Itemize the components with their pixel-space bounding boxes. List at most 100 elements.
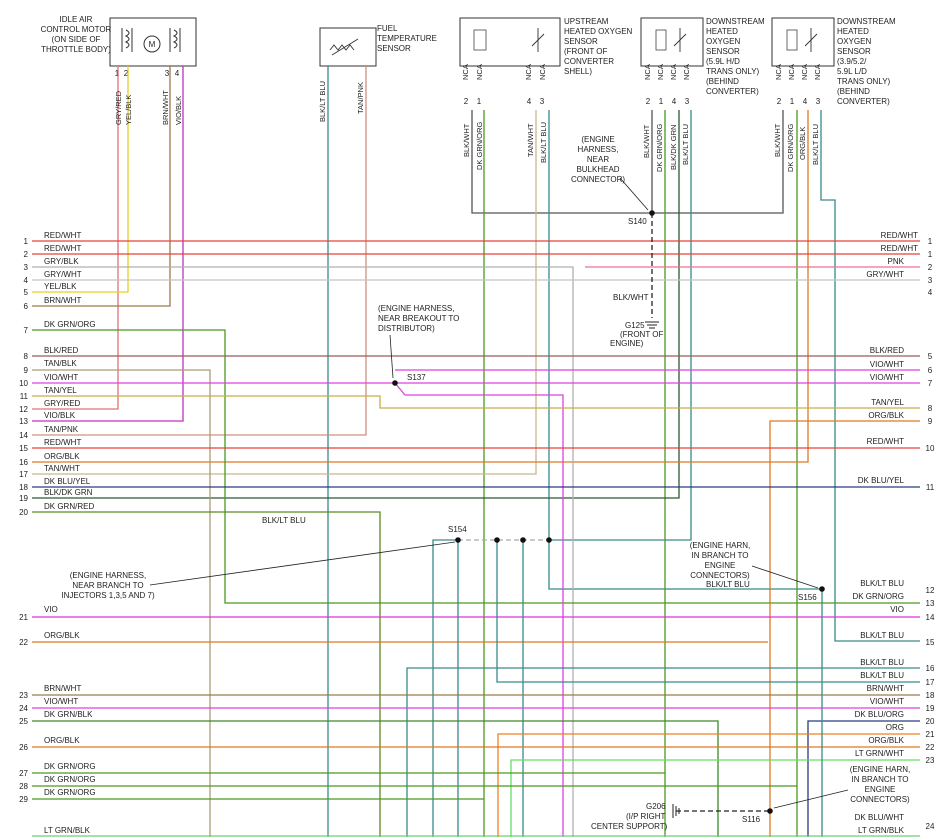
pin-number: 5 bbox=[928, 352, 933, 361]
ds1-label-6: TRANS ONLY) bbox=[706, 67, 760, 76]
wire-label: DK GRN/BLK bbox=[44, 710, 93, 719]
pin-number: 22 bbox=[19, 638, 28, 647]
pin-number: 2 bbox=[777, 97, 782, 106]
pin-number: 3 bbox=[24, 263, 29, 272]
wire-label: VIO/WHT bbox=[44, 373, 78, 382]
ground-label: G206 bbox=[646, 802, 666, 811]
wire-yel-blk bbox=[32, 66, 129, 293]
ds2-label-5: (3.9/5.2/ bbox=[837, 57, 867, 66]
wire-label: RED/WHT bbox=[44, 244, 81, 253]
note-line: NEAR BRANCH TO bbox=[72, 581, 143, 590]
wire-label: DK GRN/ORG bbox=[44, 775, 96, 784]
heater-icon bbox=[786, 29, 798, 51]
nca-label: NCA bbox=[682, 64, 691, 80]
sensor-pin-numbers: 2 1 4 3 2 1 4 3 2 1 4 3 bbox=[464, 97, 821, 106]
ground-note: ENGINE) bbox=[610, 339, 644, 348]
wire-label: RED/WHT bbox=[881, 244, 918, 253]
upstream-label-3: SENSOR bbox=[564, 37, 598, 46]
wire-blk-lt-blu bbox=[406, 667, 920, 837]
pin-number: 24 bbox=[19, 704, 28, 713]
ds2-label-8: (BEHIND bbox=[837, 87, 870, 96]
wire-label: BLK/LT BLU bbox=[318, 81, 327, 122]
note-line: INJECTORS 1,3,5 AND 7) bbox=[61, 591, 155, 600]
downstream-oxygen-sensor-1: DOWNSTREAM HEATED OXYGEN SENSOR (5.9L H/… bbox=[640, 17, 765, 96]
sensor-icon bbox=[804, 28, 818, 52]
pin-number: 21 bbox=[19, 613, 28, 622]
nca-label: NCA bbox=[461, 64, 470, 80]
pin-number: 19 bbox=[926, 704, 935, 713]
wire-label: RED/WHT bbox=[867, 437, 904, 446]
note-line: (ENGINE HARNESS, bbox=[378, 304, 454, 313]
wire-label: BLK/WHT bbox=[462, 123, 471, 157]
wire-label: BLK/LT BLU bbox=[860, 658, 904, 667]
coil-icon bbox=[121, 28, 133, 52]
pin-number: 29 bbox=[19, 795, 28, 804]
pin-number: 4 bbox=[175, 69, 180, 78]
nca-label: NCA bbox=[475, 64, 484, 80]
pin-number: 2 bbox=[124, 69, 129, 78]
pin-number: 19 bbox=[19, 494, 28, 503]
pin-number: 1 bbox=[790, 97, 795, 106]
pin-number: 9 bbox=[24, 366, 29, 375]
ds1-label-4: SENSOR bbox=[706, 47, 740, 56]
pin-number: 16 bbox=[926, 664, 935, 673]
ds2-label-3: OXYGEN bbox=[837, 37, 871, 46]
splice-dot bbox=[649, 210, 655, 216]
wire-label: DK GRN/ORG bbox=[786, 123, 795, 172]
ground-label: G125 bbox=[625, 321, 645, 330]
note-line: (ENGINE HARNESS, bbox=[70, 571, 146, 580]
wire-label: DK BLU/ORG bbox=[855, 710, 904, 719]
splices: S140 S137 S154 S156 S116 bbox=[392, 210, 825, 824]
pin-number: 16 bbox=[19, 458, 28, 467]
wire-lt-grn-wht bbox=[510, 759, 920, 837]
note-line: CONNECTOR) bbox=[571, 175, 625, 184]
pin-number: 14 bbox=[926, 613, 935, 622]
pin-number: 24 bbox=[926, 822, 935, 831]
pin-number: 5 bbox=[24, 288, 29, 297]
wire-label: DK GRN/ORG bbox=[44, 762, 96, 771]
nca-labels: NCA NCA NCA NCA NCA NCA NCA NCA NCA NCA … bbox=[461, 64, 822, 80]
wire-label: VIO bbox=[44, 605, 58, 614]
splice-label: S154 bbox=[448, 525, 467, 534]
pin-number: 3 bbox=[928, 276, 933, 285]
upstream-label-5: CONVERTER bbox=[564, 57, 614, 66]
wire-org-blk bbox=[32, 110, 809, 463]
upstream-label-1: UPSTREAM bbox=[564, 17, 609, 26]
downstream-o2-box-2 bbox=[771, 17, 835, 67]
wire-label: ORG bbox=[886, 723, 904, 732]
wire-org bbox=[497, 733, 920, 837]
wire-label: YEL/BLK bbox=[44, 282, 77, 291]
pin-number: 6 bbox=[24, 302, 29, 311]
splice-label: S156 bbox=[798, 593, 817, 602]
wire-label: ORG/BLK bbox=[44, 736, 80, 745]
pin-number: 14 bbox=[19, 431, 28, 440]
ds1-label-3: OXYGEN bbox=[706, 37, 740, 46]
wire-label: BRN/WHT bbox=[44, 684, 81, 693]
splice-dot bbox=[819, 586, 825, 592]
wire-org-blk bbox=[769, 420, 920, 837]
ds2-label-9: CONVERTER) bbox=[837, 97, 890, 106]
wire-label: BRN/WHT bbox=[161, 90, 170, 125]
fuel-temp-label-1: FUEL bbox=[377, 24, 398, 33]
wire-label: TAN/WHT bbox=[526, 123, 535, 157]
heater-icon bbox=[473, 29, 487, 51]
wire-label: VIO/WHT bbox=[870, 373, 904, 382]
wire-label: TAN/BLK bbox=[44, 359, 77, 368]
wire-label: ORG/BLK bbox=[868, 736, 904, 745]
ds1-label-1: DOWNSTREAM bbox=[706, 17, 765, 26]
wire-label: TAN/WHT bbox=[44, 464, 80, 473]
pin-number: 2 bbox=[24, 250, 29, 259]
nca-label: NCA bbox=[524, 64, 533, 80]
nca-label: NCA bbox=[538, 64, 547, 80]
ds1-label-2: HEATED bbox=[706, 27, 738, 36]
pin-number: 11 bbox=[926, 483, 935, 492]
wire-label: VIO/WHT bbox=[44, 697, 78, 706]
wire-gry-red bbox=[32, 66, 119, 410]
wire-label: DK GRN/ORG bbox=[655, 123, 664, 172]
ds1-label-5: (5.9L H/D bbox=[706, 57, 740, 66]
pin-number: 1 bbox=[477, 97, 482, 106]
pin-number: 3 bbox=[540, 97, 545, 106]
wire-label: DK GRN/ORG bbox=[475, 121, 484, 170]
vertical-wire-labels: GRY/RED YEL/BLK BRN/WHT VIO/BLK BLK/LT B… bbox=[114, 81, 820, 172]
leader-line bbox=[619, 177, 649, 211]
